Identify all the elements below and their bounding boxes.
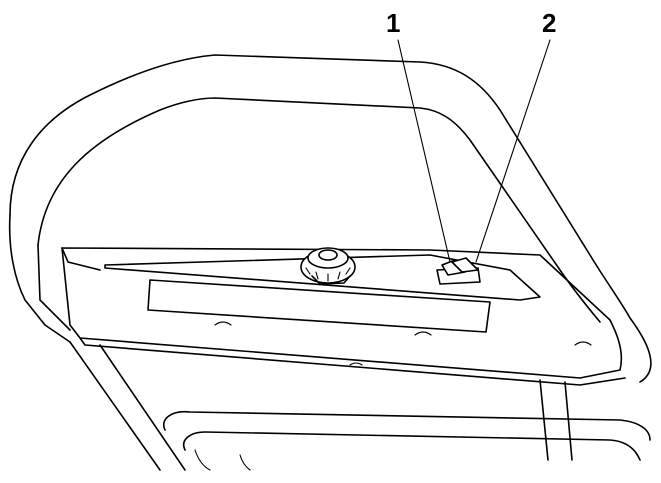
rocker-levers [436,257,481,285]
callout-leaders [397,39,551,263]
leader-2 [475,39,551,263]
lower-frame [69,341,651,471]
right-lever [451,257,479,273]
callout-number-1: 1 [386,8,401,38]
throttle-knob [300,247,356,285]
handle-loop [8,54,652,383]
callout-number-2: 2 [542,8,557,38]
leader-1 [397,39,451,263]
